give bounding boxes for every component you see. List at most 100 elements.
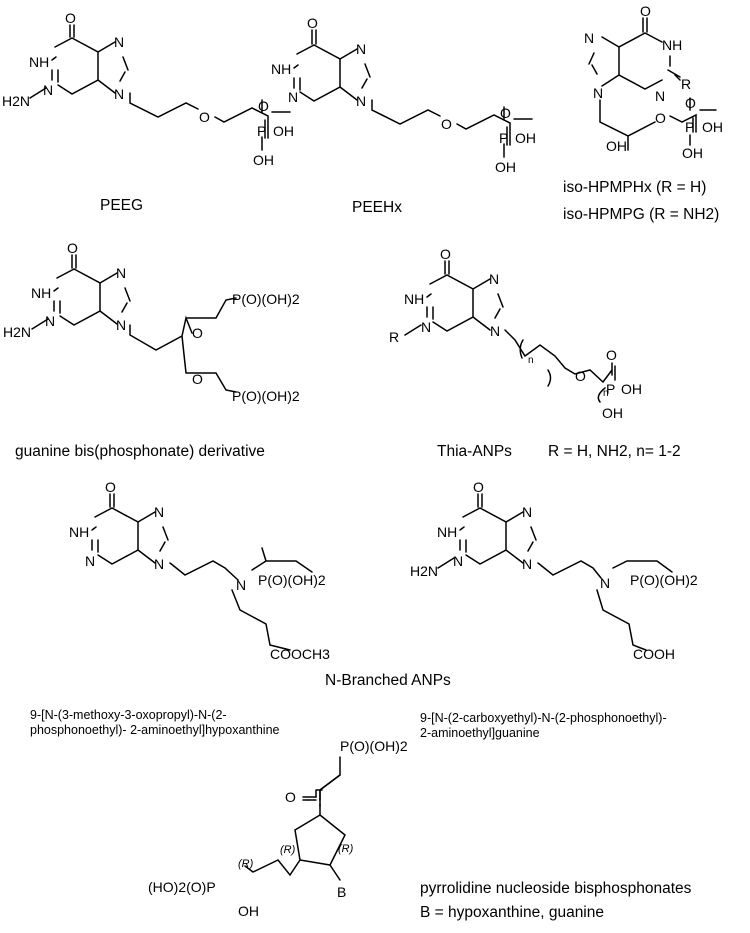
atom-label: OH [238,903,259,919]
atom-label: O [473,479,484,495]
atom-label: COOCH3 [270,646,330,662]
atom-label: O [307,15,318,31]
atom-label: N [655,88,665,104]
atom-label: R [681,76,691,92]
atom-label: NH [69,524,89,540]
atom-label: H2N [3,324,31,340]
caption-nbranched-left-2: phosphonoethyl)- 2-aminoethyl]hypoxanthi… [30,723,280,737]
atom-label: NH [437,524,457,540]
caption-nbranched-right-1: 9-[N-(2-carboxyethyl)-N-(2-phosphonoethy… [420,711,667,725]
atom-label: N [593,85,603,101]
atom-label: N [116,317,126,333]
title-nbranched: N-Branched ANPs [325,672,451,689]
atom-label: P [606,381,615,397]
caption-iso-1: iso-HPMPHx (R = H) [563,179,706,196]
atom-label: n [528,355,534,366]
atom-label: N [154,556,164,572]
atom-label: n [603,388,609,399]
atom-label: N [453,553,463,569]
atom-label: O [441,116,452,132]
atom-label: N [85,553,95,569]
atom-label: H2N [2,93,30,109]
caption-thia: Thia-ANPs [437,443,512,460]
atom-label: O [655,110,666,126]
atom-label: OH [495,159,516,175]
atom-label: P [685,119,694,135]
atom-label: OH [606,138,627,154]
atom-label: N [584,30,594,46]
caption-thia-note: R = H, NH2, n= 1-2 [548,443,681,460]
atom-label: P [499,130,508,146]
atom-label: N [421,319,431,335]
atom-label: B [337,884,346,900]
structure-guanine-bisphosphonate: O NH N N N H2N O O P(O)(OH)2 P(O)(OH)2 g… [3,240,300,460]
stereo-label: (R) [238,858,254,870]
atom-label: O [199,109,210,125]
stereo-label: (R) [338,843,354,855]
structure-thia-anps: O NH N N N R O n n O P OH OH Thia-ANPs R… [389,246,681,460]
structure-nbranched-guanine: O NH N N N H2N N P(O)(OH)2 COOH [410,479,698,662]
atom-label: H2N [410,563,438,579]
structure-peeg: O NH N N N H2N O O P OH OH PEEG [2,10,294,214]
atom-label: N [356,93,366,109]
atom-label: P [257,123,266,139]
atom-label: O [192,371,203,387]
caption-iso-2: iso-HPMPG (R = NH2) [563,206,719,223]
atom-label: O [65,10,76,26]
atom-label: O [192,325,203,341]
atom-label: N [116,265,126,281]
atom-label: N [114,86,124,102]
caption-nbranched-left-1: 9-[N-(3-methoxy-3-oxopropyl)-N-(2- [30,708,227,722]
atom-label: P(O)(OH)2 [232,291,300,307]
atom-label: OH [253,152,274,168]
atom-label: N [600,575,610,591]
atom-label: OH [515,130,536,146]
atom-label: N [489,271,499,287]
atom-label: O [500,105,511,121]
atom-label: O [575,368,586,384]
atom-label: OH [682,145,703,161]
atom-label: O [258,98,269,114]
atom-label: N [288,89,298,105]
atom-label: OH [621,381,642,397]
atom-label: O [285,789,296,805]
atom-label: P(O)(OH)2 [340,738,408,754]
caption-pyrrolidine-1: pyrrolidine nucleoside bisphosphonates [420,880,692,897]
atom-label: COOH [633,646,675,662]
atom-label: N [43,82,53,98]
stereo-label: (R) [280,844,296,856]
atom-label: O [440,246,451,262]
atom-label: N [236,577,246,593]
caption-nbranched-right-2: 2-aminoethyl]guanine [420,726,540,740]
atom-label: NH [31,285,51,301]
atom-label: NH [662,37,682,53]
atom-label: R [389,329,399,345]
atom-label: (HO)2(O)P [148,879,216,895]
atom-label: O [67,240,78,256]
atom-label: NH [29,54,49,70]
caption-peeg: PEEG [100,197,143,214]
structure-pyrrolidine-bisphosphonate: P(O)(OH)2 O (R) (R) (R) B (HO)2(O)P OH p… [148,738,692,921]
atom-label: OH [273,123,294,139]
atom-label: N [356,41,366,57]
atom-label: N [154,504,164,520]
atom-label: O [640,3,651,19]
atom-label: OH [702,119,723,135]
atom-label: O [685,95,696,111]
structure-nbranched-hypoxanthine: O NH N N N N P(O)(OH)2 COOCH3 [69,479,330,662]
caption-bis: guanine bis(phosphonate) derivative [15,443,265,460]
atom-label: N [114,34,124,50]
atom-label: O [105,479,116,495]
atom-label: N [490,323,500,339]
atom-label: NH [404,291,424,307]
atom-label: P(O)(OH)2 [258,572,326,588]
structure-peehx: O NH N N N O O P OH OH PEEHx [271,15,536,216]
caption-pyrrolidine-2: B = hypoxanthine, guanine [420,904,604,921]
atom-label: O [606,347,617,363]
atom-label: N [522,556,532,572]
structure-iso-hpmp: O NH N N N R O O P OH OH OH iso-HPMPHx (… [563,3,723,223]
caption-peehx: PEEHx [352,199,402,216]
atom-label: N [45,313,55,329]
atom-label: P(O)(OH)2 [630,572,698,588]
atom-label: P(O)(OH)2 [232,388,300,404]
